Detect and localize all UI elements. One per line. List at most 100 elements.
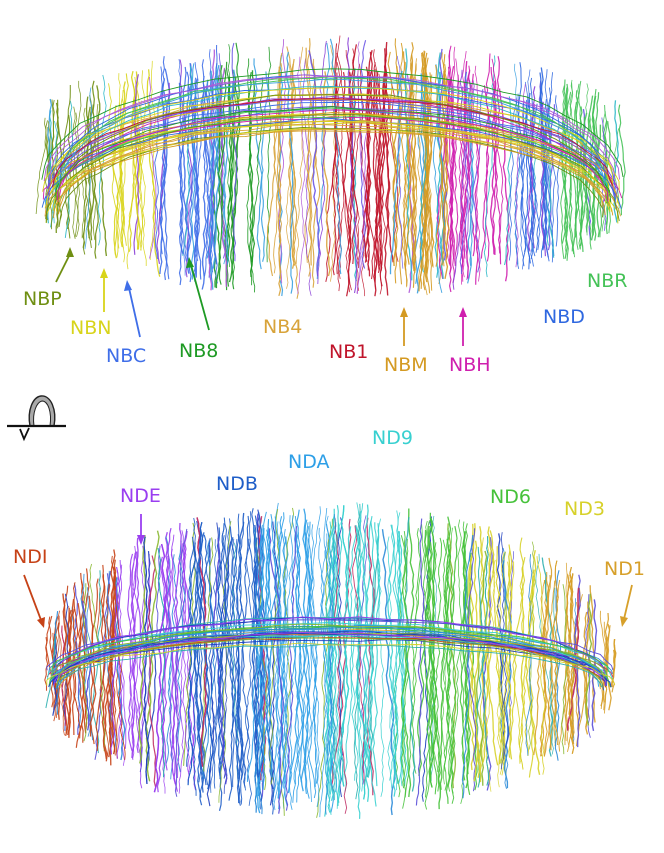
label-nbr-text: NBR	[587, 270, 627, 292]
neuron-fiber	[566, 566, 575, 754]
neuron-fiber	[208, 63, 219, 290]
neuron-fiber	[288, 63, 297, 266]
neuron-fiber	[442, 527, 449, 772]
neuron-fiber	[362, 504, 370, 802]
neuron-fiber	[53, 629, 607, 687]
neuron-fiber	[599, 610, 608, 714]
neuron-fiber	[383, 73, 390, 296]
neuron-fiber	[403, 42, 414, 271]
neuron-fiber	[235, 538, 247, 791]
neuron-fiber	[41, 118, 622, 209]
neuron-fiber	[216, 527, 225, 780]
neuron-fiber	[256, 71, 269, 270]
neuron-fiber	[167, 555, 175, 771]
label-nb4-text: NB4	[263, 316, 302, 338]
neuron-fiber	[285, 51, 294, 294]
neuron-fiber	[295, 524, 315, 785]
neuron-fiber	[48, 75, 615, 180]
arrow-head	[137, 535, 145, 545]
neuron-fiber	[223, 517, 241, 804]
label-nda: NDA	[288, 451, 330, 473]
neuron-fiber	[400, 508, 415, 798]
neuron-fiber	[294, 515, 304, 803]
neuron-fiber	[482, 536, 489, 786]
neuron-fiber	[443, 546, 454, 794]
neuron-fiber	[355, 525, 368, 800]
neuron-fiber	[186, 536, 196, 767]
label-nd3-text: ND3	[564, 498, 605, 520]
neuron-fiber	[56, 637, 603, 687]
neuron-fiber	[54, 115, 610, 199]
neuron-fiber	[447, 521, 468, 792]
neuron-fiber	[372, 522, 381, 787]
neuron-fiber	[51, 625, 609, 673]
neuron-fiber	[43, 74, 620, 182]
label-nbd: NBD	[543, 306, 585, 328]
neuron-fiber	[229, 538, 241, 803]
neuron-fiber	[457, 519, 465, 804]
label-nbd-text: NBD	[543, 306, 585, 328]
neuron-fiber	[446, 538, 456, 804]
neuron-fiber	[450, 76, 455, 284]
neuron-fiber	[475, 550, 488, 786]
neuron-fiber	[334, 518, 348, 814]
neuron-fiber	[424, 52, 435, 267]
neuron-fiber	[382, 48, 394, 263]
neuron-fiber	[447, 50, 455, 259]
neuron-fiber	[35, 117, 47, 215]
neuron-fiber	[182, 85, 191, 274]
neuron-fiber	[390, 510, 401, 791]
arrow-head	[124, 280, 132, 291]
top-panel-annotations: NBP NBN NBC NB8 NB4 NB1 NBM	[23, 247, 627, 376]
neuron-fiber	[56, 109, 609, 202]
neuron-fiber	[567, 587, 580, 731]
neuron-fiber	[304, 522, 318, 799]
neuron-fiber	[289, 515, 297, 810]
arrow-head	[37, 617, 45, 628]
neuron-fiber	[285, 515, 294, 781]
neuron-fiber	[324, 514, 337, 815]
neuron-fiber	[317, 40, 327, 285]
neuron-fiber	[213, 518, 231, 789]
neuron-fiber	[590, 124, 602, 241]
neuron-fiber	[217, 69, 227, 285]
neuron-fiber	[146, 555, 157, 788]
bottom-panel-neurons	[44, 502, 617, 819]
neuron-fiber	[288, 58, 295, 269]
neuron-fiber	[424, 529, 442, 810]
label-nda-text: NDA	[288, 451, 330, 473]
neuron-fiber	[332, 522, 339, 793]
neuron-fiber	[285, 526, 298, 811]
neuron-fiber	[201, 534, 209, 786]
neuron-fiber	[410, 62, 417, 288]
neuron-fiber	[153, 543, 168, 793]
arrow-head	[620, 616, 628, 627]
neuron-fiber	[108, 83, 119, 258]
neuron-fiber	[111, 555, 126, 761]
neuron-fiber	[563, 79, 569, 261]
neuron-fiber	[119, 564, 127, 749]
label-ndb: NDB	[216, 473, 258, 495]
neuron-fiber	[428, 541, 438, 795]
neuron-fiber	[342, 71, 352, 265]
neuron-fiber	[465, 71, 474, 266]
neuron-fiber	[156, 82, 170, 265]
neuron-fiber	[273, 516, 281, 811]
neuron-fiber	[617, 104, 626, 216]
neuron-fiber	[539, 101, 546, 257]
neuron-fiber	[279, 528, 288, 809]
neuron-fiber	[461, 531, 471, 789]
neuron-fiber	[335, 524, 345, 807]
neuron-fiber	[262, 519, 271, 790]
neuron-fiber	[82, 600, 91, 731]
neuron-fiber	[517, 62, 527, 252]
neuron-fiber	[117, 73, 126, 263]
label-ndb-text: NDB	[216, 473, 258, 495]
label-nbn: NBN	[70, 268, 111, 339]
label-nb8-text: NB8	[179, 340, 218, 362]
label-nbc: NBC	[106, 280, 146, 367]
neuron-fiber	[492, 559, 501, 788]
neuron-fiber	[157, 548, 166, 778]
neuron-fiber	[397, 531, 409, 787]
